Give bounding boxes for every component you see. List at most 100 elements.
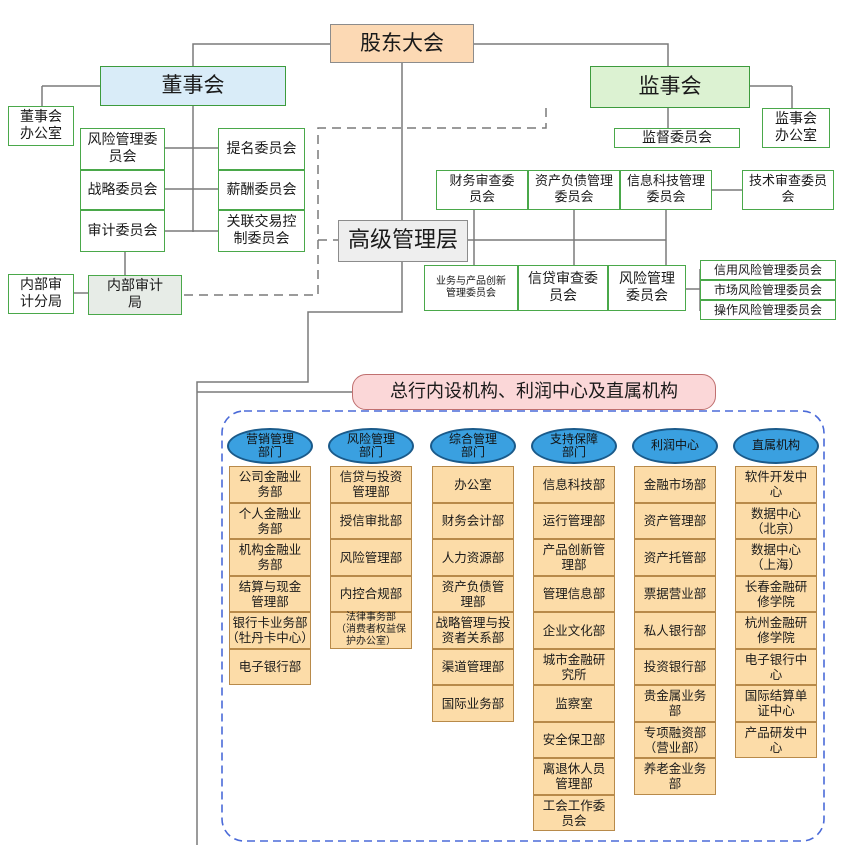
- risk-sub-committee: 操作风险管理委员会: [700, 300, 836, 320]
- department-item: 软件开发中 心: [735, 466, 817, 503]
- department-item: 信贷与投资 管理部: [330, 466, 412, 503]
- board-label: 董事会: [161, 73, 225, 98]
- supervisory-office-box: 监事会 办公室: [762, 108, 830, 148]
- board-committee: 薪酬委员会: [218, 170, 305, 210]
- department-item-label: 战略管理与投 资者关系部: [435, 615, 511, 646]
- mgmt-committee-label: 财务审查委 员会: [449, 174, 515, 205]
- risk-sub-committee-label: 操作风险管理委员会: [713, 302, 822, 317]
- department-item-label: 国际结算单 证中心: [744, 688, 808, 719]
- department-item-label: 银行卡业务部 （牡丹卡中心）: [226, 615, 314, 646]
- department-item-label: 长春金融研 修学院: [744, 578, 808, 609]
- mgmt-committee: 信贷审查委 员会: [518, 265, 608, 311]
- department-item-label: 法律事务部 （消费者权益保 护办公室）: [336, 612, 406, 648]
- department-item: 法律事务部 （消费者权益保 护办公室）: [330, 612, 412, 649]
- supervision-committee-label: 监督委员会: [642, 129, 712, 146]
- department-item: 战略管理与投 资者关系部: [432, 612, 514, 649]
- department-item: 管理信息部: [533, 575, 615, 612]
- board-committee: 风险管理委 员会: [80, 128, 165, 170]
- board-committee-label: 审计委员会: [87, 222, 158, 239]
- department-item-label: 产品创新管 理部: [542, 542, 606, 573]
- department-item: 国际业务部: [432, 685, 514, 722]
- department-item: 资产管理部: [634, 502, 716, 539]
- department-item: 产品研发中 心: [735, 721, 817, 758]
- internal-audit-bureau-label: 内部审计 局: [107, 278, 163, 311]
- department-item-label: 杭州金融研 修学院: [744, 615, 808, 646]
- column-header-label: 风险管理 部门: [346, 431, 395, 459]
- risk-sub-committee-label: 市场风险管理委员会: [713, 282, 822, 297]
- department-item-label: 离退休人员 管理部: [542, 761, 606, 792]
- department-item-label: 安全保卫部: [542, 732, 606, 748]
- department-item-label: 人力资源部: [441, 549, 505, 565]
- department-item: 渠道管理部: [432, 648, 514, 685]
- board-committee: 战略委员会: [80, 170, 165, 210]
- department-item-label: 资产管理部: [643, 513, 707, 529]
- mgmt-committee-label: 信息科技管理 委员会: [626, 174, 705, 205]
- department-item: 票据营业部: [634, 575, 716, 612]
- department-item-label: 贵金属业务 部: [643, 688, 707, 719]
- department-item-label: 专项融资部 （营业部）: [643, 724, 707, 755]
- shareholders-label: 股东大会: [360, 30, 444, 55]
- department-item: 风险管理部: [330, 539, 412, 576]
- department-item: 结算与现金 管理部: [229, 575, 311, 612]
- column-header: 风险管理 部门: [328, 428, 414, 464]
- mgmt-committee-label: 风险管理 委员会: [619, 271, 675, 304]
- department-item-label: 金融市场部: [643, 476, 707, 492]
- board-committee-label: 风险管理委 员会: [87, 132, 158, 165]
- department-item-label: 数据中心 （北京）: [750, 505, 801, 536]
- department-item: 办公室: [432, 466, 514, 503]
- department-item-label: 私人银行部: [643, 622, 707, 638]
- department-item-label: 结算与现金 管理部: [238, 578, 302, 609]
- department-item-label: 内控合规部: [339, 586, 403, 602]
- department-item-label: 管理信息部: [542, 586, 606, 602]
- department-item-label: 票据营业部: [643, 586, 707, 602]
- department-item-label: 渠道管理部: [441, 659, 505, 675]
- mgmt-committee: 财务审查委 员会: [436, 170, 528, 210]
- department-item-label: 授信审批部: [339, 513, 403, 529]
- board-box: 董事会: [100, 66, 286, 106]
- department-item-label: 电子银行部: [238, 659, 302, 675]
- department-item-label: 国际业务部: [441, 695, 505, 711]
- board-office-label: 董事会 办公室: [20, 109, 62, 142]
- department-item: 养老金业务 部: [634, 758, 716, 795]
- department-item-label: 电子银行中 心: [744, 651, 808, 682]
- column-header-label: 直属机构: [751, 438, 800, 453]
- column-header-label: 支持保障 部门: [549, 431, 598, 459]
- risk-sub-committee: 信用风险管理委员会: [700, 260, 836, 280]
- department-item-label: 资产托管部: [643, 549, 707, 565]
- department-item-label: 办公室: [454, 476, 492, 492]
- department-item: 监察室: [533, 685, 615, 722]
- department-item: 私人银行部: [634, 612, 716, 649]
- department-item: 贵金属业务 部: [634, 685, 716, 722]
- department-item-label: 企业文化部: [542, 622, 606, 638]
- department-item-label: 工会工作委 员会: [542, 797, 606, 828]
- department-item: 安全保卫部: [533, 721, 615, 758]
- department-item: 机构金融业 务部: [229, 539, 311, 576]
- department-item: 财务会计部: [432, 502, 514, 539]
- department-item: 工会工作委 员会: [533, 794, 615, 831]
- column-header-label: 营销管理 部门: [245, 431, 294, 459]
- department-item: 公司金融业 务部: [229, 466, 311, 503]
- department-item-label: 公司金融业 务部: [238, 469, 302, 500]
- department-item-label: 个人金融业 务部: [238, 505, 302, 536]
- department-item-label: 监察室: [555, 695, 593, 711]
- department-item-label: 风险管理部: [339, 549, 403, 565]
- board-committee-label: 提名委员会: [226, 140, 297, 157]
- board-committee-label: 战略委员会: [87, 181, 158, 198]
- internal-audit-branch-label: 内部审 计分局: [20, 277, 62, 310]
- mgmt-committee: 信息科技管理 委员会: [620, 170, 712, 210]
- department-item: 长春金融研 修学院: [735, 575, 817, 612]
- senior-management-box: 高级管理层: [338, 220, 468, 262]
- department-item: 内控合规部: [330, 575, 412, 612]
- department-item: 资产负债管 理部: [432, 575, 514, 612]
- department-item-label: 信贷与投资 管理部: [339, 469, 403, 500]
- mgmt-committee-label: 资产负债管理 委员会: [534, 174, 613, 205]
- risk-sub-committee-label: 信用风险管理委员会: [713, 262, 822, 277]
- mgmt-committee-label: 信贷审查委 员会: [528, 271, 598, 304]
- department-item: 电子银行部: [229, 648, 311, 685]
- department-item-label: 运行管理部: [542, 513, 606, 529]
- department-item: 授信审批部: [330, 502, 412, 539]
- department-item: 资产托管部: [634, 539, 716, 576]
- board-committee: 审计委员会: [80, 210, 165, 252]
- senior-management-label: 高级管理层: [347, 227, 458, 253]
- department-item: 银行卡业务部 （牡丹卡中心）: [226, 612, 314, 649]
